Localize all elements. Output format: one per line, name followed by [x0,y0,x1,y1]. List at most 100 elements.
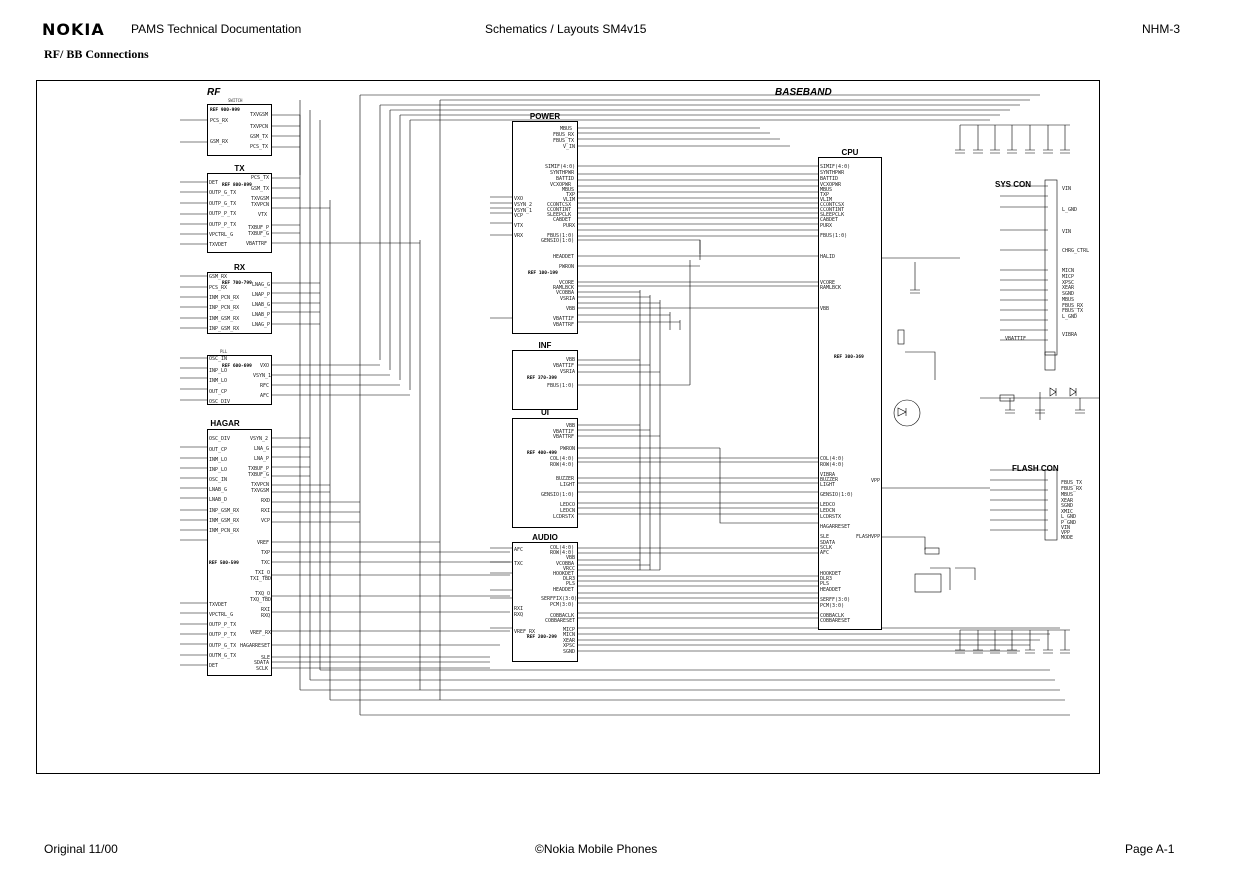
sys-con-pin: MICN [1062,268,1075,274]
sys-con-pin: L_GND [1062,207,1078,213]
tx-pin: TXVPCN [251,202,270,208]
power-pin: GENSIO(1:0) [541,238,575,244]
cpu-pin: VCORE [820,280,836,286]
hagar-pin: INM_GSM_RX [209,518,240,524]
cpu-pin: GENSIO(1:0) [820,492,854,498]
power-pin: PURX [563,223,576,229]
audio-pin: PLS [566,581,576,587]
rx-pin: LNAP_P [252,292,271,298]
hagar-ref: REF 500-599 [209,561,239,566]
pll-pin: OSC_IN [209,356,228,362]
baseband-section-label: BASEBAND [775,87,832,98]
hagar-pin: LNA_P [254,456,270,462]
hagar-pin: VCP [261,518,271,524]
ui-pin: LIGHT [560,482,576,488]
rx-ref: REF 700-799 [222,281,252,286]
inf-block [512,350,578,410]
audio-pin: MICP [563,627,576,633]
pll-ref: REF 600-699 [222,364,252,369]
power-pin: FBUS_TX [553,138,575,144]
sys-con-pin: VBATTIF [1005,336,1027,342]
cpu-pin: SYNTHPWR [820,170,845,176]
power-pin: VCOBBA [556,290,575,296]
cpu-pin: AFC [820,550,830,556]
audio-pin: SGND [563,649,576,655]
power-pin: V_IN [563,144,576,150]
rx-pin: LNAB_G [252,302,271,308]
cpu-pin: VBB [820,306,830,312]
tx-pin: GSM_TX [251,186,270,192]
cpu-pin: TXP [820,192,830,198]
flash-con-pin: VPP [1061,530,1071,536]
tx-pin: OUTP_G_TX [209,190,237,196]
pll-pin: OSC_DIV [209,399,231,405]
audio-pin: HEADDET [553,587,575,593]
cpu-pin: SLEEPCLK [820,212,845,218]
hagar-pin: TXC [261,560,271,566]
sys-con-title: SYS CON [995,180,1032,189]
page-title: RF/ BB Connections [44,47,149,61]
tx-pin: OUTP_P_TX [209,222,237,228]
audio-pin: XPSC [563,643,576,649]
cpu-pin: CCONTCSX [820,202,845,208]
cpu-pin: VCXOPWR [820,182,842,188]
tx-block-title: TX [234,164,245,173]
cpu-pin: BUZZER [820,477,839,483]
power-block [512,121,578,334]
sys-con-pin: FBUS_RX [1062,303,1084,309]
hagar-pin: OSC_DIV [209,436,231,442]
hagar-pin: INM_LO [209,457,228,463]
power-ref: REF 100-199 [528,271,558,276]
cpu-pin: VPP [871,478,881,484]
rx-pin: GSM_RX [209,274,228,280]
tx-pin: VTX [258,212,268,218]
hagar-pin: TXI_O [255,570,271,576]
rx-pin: INP_PCN_RX [209,305,240,311]
pll-pin: OUT_CP [209,389,228,395]
cpu-pin: VIBRA [820,472,836,478]
ui-pin: LCDRSTX [553,514,575,520]
flash-con-pin: MBUS [1061,492,1074,498]
audio-pin: VCOBBA [556,561,575,567]
power-pin: TXP [566,192,576,198]
audio-ref: REF 200-299 [527,635,557,640]
power-block-title: POWER [529,112,561,121]
inf-pin: VSRIA [560,369,576,375]
power-pin: SLEEPCLK [547,212,572,218]
power-pin: VBATTRF [553,322,575,328]
audio-pin: DLR3 [563,576,576,582]
doc-title: PAMS Technical Documentation [131,22,302,36]
sys-con-pin: VIBRA [1062,332,1078,338]
tx-pin: PCS_TX [251,175,270,181]
power-pin: VXO [514,196,524,202]
footer-page-number: Page A-1 [1125,842,1175,856]
ui-pin: LEDCN [560,508,576,514]
ui-pin: COL(4:0) [550,456,575,462]
audio-pin: RXQ [514,612,524,618]
power-pin: VRX [514,233,524,239]
hagar-pin: DET [209,663,219,669]
inf-pin: FBUS(1:0) [547,383,575,389]
cpu-block [818,157,882,630]
audio-pin: MICN [563,632,576,638]
nokia-logo: NOKIA [42,20,105,39]
switch-block [207,104,272,156]
tx-pin: VPCTRL_G [209,232,234,238]
inf-block-title: INF [538,341,552,350]
cpu-pin: DLR3 [820,576,833,582]
cpu-ref: REF 300-369 [834,355,864,360]
flash-con-pin: VIN [1061,525,1071,531]
ui-block-title: UI [541,408,549,417]
cpu-pin: MBUS [820,187,833,193]
flash-con-title: FLASH CON [1012,464,1059,473]
cpu-pin: LIGHT [820,482,836,488]
hagar-pin: VPCTRL_G [209,612,234,618]
cpu-pin: ROW(4:0) [820,462,845,468]
pll-pin: INP_LO [209,368,228,374]
ui-pin: BUZZER [556,476,575,482]
ui-pin: GENSIO(1:0) [541,492,575,498]
power-pin: RAMLBCK [553,285,575,291]
inf-pin: VBB [566,357,576,363]
hagar-pin: TXQ_O [255,591,271,597]
sys-con-pin: XEAR [1062,285,1075,291]
